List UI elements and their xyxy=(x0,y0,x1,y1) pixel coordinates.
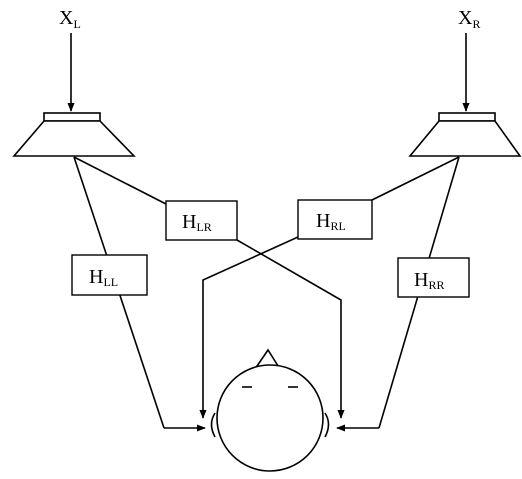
input-label-right: XR xyxy=(458,7,480,31)
ear-right xyxy=(324,412,330,438)
input-label-left: XL xyxy=(59,7,81,31)
box-h-ll: HLL xyxy=(71,254,148,296)
svg-text:HRR: HRR xyxy=(414,269,444,292)
svg-text:HRL: HRL xyxy=(316,210,346,233)
ear-left xyxy=(210,412,216,438)
speaker-right xyxy=(408,112,522,157)
listener-head xyxy=(210,348,330,472)
svg-text:HLL: HLL xyxy=(89,266,118,289)
head-circle xyxy=(216,364,324,472)
svg-text:HLR: HLR xyxy=(182,211,212,234)
box-h-rr: HRR xyxy=(397,257,470,298)
speaker-left xyxy=(12,112,136,157)
box-h-lr: HLR xyxy=(165,200,238,241)
nose xyxy=(254,348,281,370)
box-h-rl: HRL xyxy=(297,199,373,240)
